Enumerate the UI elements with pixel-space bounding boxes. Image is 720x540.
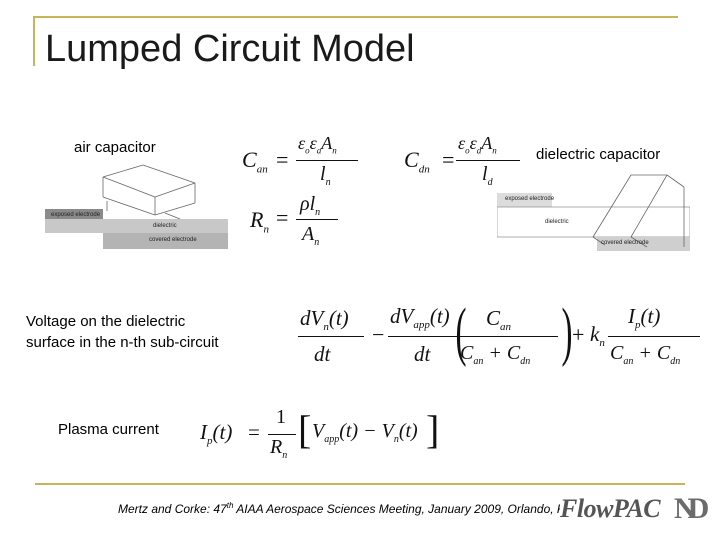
dielectric-capacitor-diagram: exposed electrode dielectric covered ele… [496,167,691,252]
voltage-label-line2: surface in the n-th sub-circuit [26,334,219,351]
citation-prefix: Mertz and Corke: 47 [118,502,227,516]
air-capacitor-label: air capacitor [74,139,156,156]
equation-plasma-current: Ip(t) = 1 Rn [ Vapp(t) − Vn(t) ] [200,406,440,461]
citation: Mertz and Corke: 47th AIAA Aerospace Sci… [118,501,571,516]
equation-resistance: Rn = ρln An [248,193,358,251]
bottom-rule [35,483,685,485]
dielectric-capacitor-sketch [496,167,691,252]
plasma-current-label: Plasma current [58,421,159,438]
diel-exposed-electrode-label: exposed electrode [505,196,555,202]
citation-suffix: AIAA Aerospace Sciences Meeting, January… [233,502,571,516]
air-capacitor-diagram: exposed electrode dielectric covered ele… [45,157,228,249]
flowpac-logo: FlowPAC ND [560,492,716,528]
diel-covered-electrode-label: covered electrode [601,240,649,246]
nd-monogram-icon: ND [674,492,709,525]
equation-dielectric-capacitance: Cdn = εoεdAn ld [402,133,532,191]
voltage-label-line1: Voltage on the dielectric [26,313,186,330]
equation-air-capacitance: Can = εoεaAn ln [240,133,360,191]
top-rule [33,16,678,18]
air-dielectric-label: dielectric [153,223,177,229]
flowpac-logo-text: FlowPAC [560,494,661,524]
dielectric-capacitor-label: dielectric capacitor [536,146,661,163]
air-covered-electrode-label: covered electrode [149,237,197,243]
air-exposed-electrode-label: exposed electrode [51,212,101,218]
diel-dielectric-label: dielectric [545,219,569,225]
citation-sup: th [226,501,234,510]
page-title: Lumped Circuit Model [45,28,415,70]
air-capacitor-sketch [45,157,228,249]
left-rule [33,16,35,66]
equation-voltage: dVn(t) dt − dVapp(t) dt ( Can Can + Cdn … [272,295,702,380]
